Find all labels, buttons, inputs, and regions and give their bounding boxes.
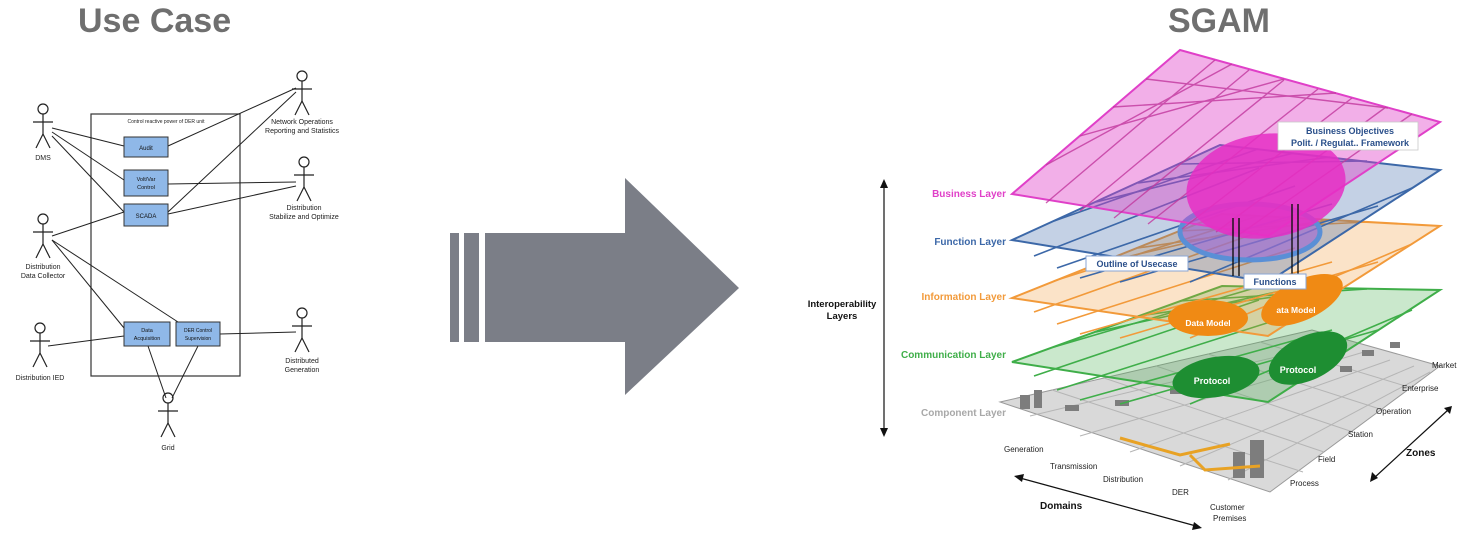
protocol-ellipse-2	[1268, 331, 1348, 385]
domain-customer-1: Customer	[1210, 503, 1245, 512]
usecase-der-control: DER Control Supervision	[175, 321, 221, 347]
actor-network-operations-label-1: Network Operations	[271, 119, 333, 126]
domains-label: Domains	[1040, 501, 1083, 512]
svg-text:SCADA: SCADA	[136, 214, 157, 220]
zone-field: Field	[1318, 455, 1335, 464]
sgam-title: SGAM	[1168, 2, 1270, 40]
actor-dms	[33, 103, 53, 149]
actor-grid-label: Grid	[161, 445, 174, 452]
svg-text:Supervision: Supervision	[185, 336, 211, 342]
interop-axis	[880, 179, 888, 437]
association-lines	[47, 87, 297, 399]
function-layer-label: Function Layer	[934, 237, 1006, 248]
svg-text:Outline of Usecase: Outline of Usecase	[1096, 259, 1177, 269]
svg-text:Data: Data	[141, 328, 154, 334]
business-plane	[1009, 48, 1443, 239]
actor-data-collector	[33, 213, 53, 259]
actor-network-operations-label-2: Reporting and Statistics	[265, 128, 339, 135]
zone-station: Station	[1348, 430, 1373, 439]
actor-distributed-generation	[292, 307, 312, 353]
business-layer-label: Business Layer	[932, 189, 1006, 200]
actor-data-collector-label-2: Data Collector	[21, 273, 66, 280]
information-layer-label: Information Layer	[922, 292, 1007, 303]
zone-process: Process	[1290, 479, 1319, 488]
usecase-data-acquisition: Data Acquisition	[123, 321, 171, 347]
component-layer-label: Component Layer	[921, 408, 1006, 419]
system-label: Control reactive power of DER unit	[128, 119, 206, 125]
actor-distribution-stabilize-label-1: Distribution	[286, 205, 321, 212]
zones-label: Zones	[1406, 448, 1436, 459]
data-model-ellipse-2	[1261, 274, 1343, 326]
svg-text:Audit: Audit	[139, 146, 153, 152]
svg-text:Business Objectives: Business Objectives	[1306, 126, 1394, 136]
use-case-title: Use Case	[78, 2, 232, 40]
actor-distribution-stabilize-label-2: Stabilize and Optimize	[269, 214, 339, 221]
data-model-ellipse-1	[1168, 300, 1248, 336]
usecase-scada: SCADA	[123, 203, 169, 227]
actor-distribution-stabilize	[294, 156, 314, 202]
zone-market: Market	[1432, 361, 1457, 370]
svg-text:Control: Control	[137, 185, 155, 191]
communication-plane: Protocol Protocol	[1011, 284, 1444, 405]
zone-operation: Operation	[1376, 407, 1411, 416]
actor-distributed-generation-label-1: Distributed	[285, 358, 319, 365]
zones-axis	[1370, 406, 1452, 482]
business-objectives-ellipse	[1186, 133, 1346, 239]
callout-outline-usecase: Outline of Usecase	[1085, 255, 1189, 272]
function-connectors	[1232, 204, 1299, 276]
data-model-label-1: Data Model	[1185, 318, 1230, 328]
interop-label-1: Interoperability	[808, 299, 877, 310]
use-case-diagram: Control reactive power of DER unit Audit	[16, 70, 339, 452]
transform-arrow	[450, 178, 739, 395]
svg-text:DER Control: DER Control	[184, 328, 212, 334]
domains-axis	[1014, 474, 1202, 530]
actor-distribution-ied	[30, 322, 50, 368]
actor-dms-label: DMS	[35, 155, 51, 162]
callout-business-objectives: Business Objectives Polit. / Regulat.. F…	[1277, 121, 1419, 151]
protocol-label-1: Protocol	[1194, 376, 1231, 386]
domain-customer-2: Premises	[1213, 514, 1246, 523]
usecase-voltvar: Volt/Var Control	[123, 169, 169, 197]
svg-text:Functions: Functions	[1254, 277, 1297, 287]
domain-distribution: Distribution	[1103, 475, 1143, 484]
system-boundary	[90, 113, 241, 377]
domain-generation: Generation	[1004, 445, 1044, 454]
usecase-audit: Audit	[123, 136, 169, 158]
domain-der: DER	[1172, 488, 1189, 497]
svg-text:Volt/Var: Volt/Var	[137, 177, 156, 183]
interop-label-2: Layers	[827, 311, 858, 322]
actor-data-collector-label-1: Distribution	[25, 264, 60, 271]
data-model-label-2: ata Model	[1276, 305, 1315, 315]
svg-text:Polit. / Regulat.. Framework: Polit. / Regulat.. Framework	[1291, 138, 1410, 148]
actor-network-operations	[292, 70, 312, 116]
communication-layer-label: Communication Layer	[901, 350, 1006, 361]
actor-distributed-generation-label-2: Generation	[285, 367, 320, 374]
zone-enterprise: Enterprise	[1402, 384, 1439, 393]
callout-functions: Functions	[1243, 273, 1307, 290]
actor-distribution-ied-label: Distribution IED	[16, 375, 65, 382]
protocol-ellipse-1	[1172, 355, 1260, 399]
protocol-label-2: Protocol	[1280, 365, 1317, 375]
domain-transmission: Transmission	[1050, 462, 1097, 471]
svg-text:Acquisition: Acquisition	[134, 336, 161, 342]
sgam-model: Interoperability Layers	[808, 48, 1457, 530]
actor-grid	[158, 392, 178, 438]
